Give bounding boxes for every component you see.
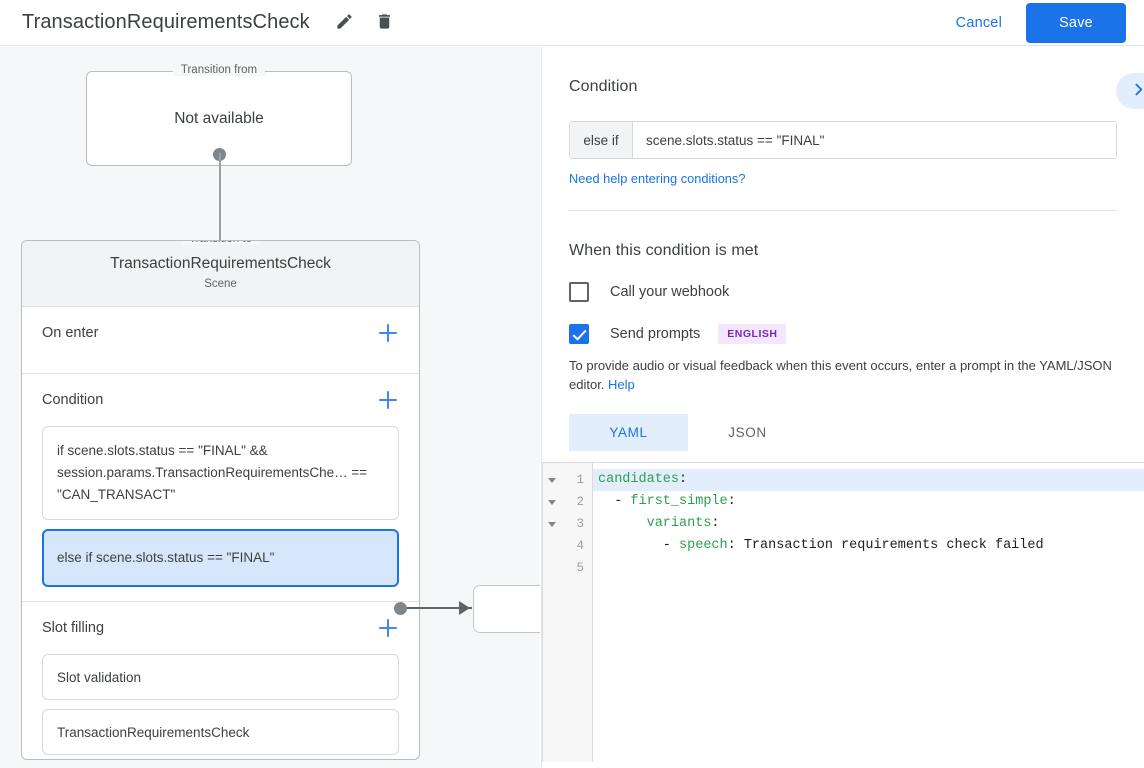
gutter-row: 1	[543, 469, 592, 491]
condition-card-selected[interactable]: else if scene.slots.status == "FINAL"	[42, 529, 399, 587]
code-line[interactable]: - first_simple:	[593, 491, 1144, 513]
code-indent: -	[598, 538, 680, 553]
scene-header[interactable]: TransactionRequirementsCheck Scene	[22, 241, 419, 307]
chevron-down-icon	[548, 521, 556, 527]
gutter-row: 4	[543, 535, 592, 557]
add-condition-button[interactable]	[377, 389, 399, 411]
section-slot-filling-title: Slot filling	[42, 620, 105, 636]
code-indent	[598, 516, 647, 531]
when-condition-met-block: When this condition is met Call your web…	[542, 211, 1144, 451]
save-button[interactable]: Save	[1026, 2, 1126, 43]
gutter-row: 2	[543, 491, 592, 513]
section-slot-filling: Slot filling Slot validation Transaction…	[22, 602, 419, 759]
yaml-colon: :	[679, 472, 688, 487]
tab-yaml[interactable]: YAML	[569, 414, 688, 451]
target-node-partial[interactable]	[473, 585, 540, 633]
call-webhook-label: Call your webhook	[610, 284, 730, 300]
line-number: 2	[576, 495, 584, 509]
code-line[interactable]: - speech: Transaction requirements check…	[593, 535, 1144, 557]
chevron-down-icon	[548, 477, 556, 483]
yaml-key: speech	[679, 538, 728, 553]
section-on-enter-title: On enter	[42, 325, 99, 341]
send-prompts-row[interactable]: Send prompts ENGLISH	[569, 324, 1117, 344]
add-on-enter-button[interactable]	[377, 322, 399, 344]
section-slot-filling-head: Slot filling	[42, 602, 399, 654]
yaml-key: first_simple	[630, 494, 728, 509]
condition-help-link[interactable]: Need help entering conditions?	[569, 171, 746, 186]
fold-triangle-icon[interactable]	[543, 499, 561, 505]
yaml-colon: :	[727, 538, 736, 553]
fold-triangle-icon[interactable]	[543, 521, 561, 527]
chevron-right-icon	[1130, 81, 1144, 101]
chevron-down-icon	[548, 499, 556, 505]
transition-from-legend: Transition from	[172, 64, 266, 76]
when-condition-met-heading: When this condition is met	[569, 242, 759, 259]
prompts-helper-text: To provide audio or visual feedback when…	[569, 356, 1117, 394]
send-prompts-checkbox[interactable]	[569, 324, 589, 344]
webhook-checkbox-row[interactable]: Call your webhook	[569, 282, 1117, 302]
line-number: 3	[576, 517, 584, 531]
add-slot-filling-button[interactable]	[377, 617, 399, 639]
call-webhook-checkbox[interactable]	[569, 282, 589, 302]
transition-to-node: Transition to TransactionRequirementsChe…	[21, 240, 420, 760]
section-on-enter: On enter	[22, 307, 419, 374]
yaml-value: Transaction requirements check failed	[735, 538, 1044, 553]
gutter-row: 5	[543, 557, 592, 579]
pencil-icon	[335, 12, 354, 34]
outgoing-edge-line	[400, 607, 472, 609]
yaml-key: variants	[646, 516, 712, 531]
line-number: 1	[576, 473, 584, 487]
tab-json[interactable]: JSON	[688, 414, 807, 451]
language-badge: ENGLISH	[718, 324, 787, 344]
condition-heading: Condition	[569, 78, 638, 95]
editor-format-tabs: YAML JSON	[569, 414, 1117, 451]
collapse-panel-button[interactable]	[1116, 73, 1144, 109]
connector-vertical-line	[219, 153, 221, 263]
section-condition-title: Condition	[42, 392, 104, 408]
prompts-help-link[interactable]: Help	[608, 377, 635, 392]
condition-card[interactable]: if scene.slots.status == "FINAL" && sess…	[42, 426, 399, 520]
page-title: TransactionRequirementsCheck	[22, 11, 310, 33]
top-app-bar: TransactionRequirementsCheck Cancel Save	[0, 0, 1144, 46]
transition-to-legend: Transition to	[181, 241, 260, 245]
edit-title-button[interactable]	[332, 10, 358, 36]
prompt-code-editor[interactable]: 1 2 3 4 5 candidates: - first_simple: varian…	[542, 462, 1144, 762]
gutter-row: 3	[543, 513, 592, 535]
section-condition-head: Condition	[42, 374, 399, 426]
line-number: 4	[576, 539, 584, 553]
yaml-colon: :	[711, 516, 720, 531]
condition-input-row[interactable]: else if	[569, 121, 1117, 159]
trash-icon	[375, 12, 394, 34]
prompts-helper-copy: To provide audio or visual feedback when…	[569, 358, 1112, 392]
fold-triangle-icon[interactable]	[543, 477, 561, 483]
delete-button[interactable]	[372, 10, 398, 36]
condition-expression-input[interactable]	[633, 122, 1116, 158]
scene-graph-panel: Transition from Not available Transition…	[0, 47, 540, 768]
editor-gutter: 1 2 3 4 5	[543, 463, 593, 762]
yaml-colon: :	[727, 494, 736, 509]
outgoing-edge-dot	[394, 602, 407, 615]
slot-card-transaction-requirements-check[interactable]: TransactionRequirementsCheck	[42, 709, 399, 755]
yaml-key: candidates	[598, 472, 680, 487]
code-line[interactable]: variants:	[593, 513, 1144, 535]
slot-card-validation[interactable]: Slot validation	[42, 654, 399, 700]
send-prompts-label: Send prompts	[610, 326, 701, 342]
code-indent: -	[598, 494, 631, 509]
transition-from-value: Not available	[174, 109, 264, 127]
scene-name: TransactionRequirementsCheck	[110, 255, 331, 272]
section-condition: Condition if scene.slots.status == "FINA…	[22, 374, 419, 602]
scene-type: Scene	[204, 278, 237, 290]
code-line[interactable]: candidates:	[593, 469, 1144, 491]
section-on-enter-head: On enter	[42, 307, 399, 359]
cancel-button[interactable]: Cancel	[944, 7, 1014, 39]
condition-prefix-label: else if	[570, 122, 633, 158]
code-line[interactable]	[593, 557, 1144, 579]
section-divider	[569, 210, 1117, 211]
condition-block: Condition else if Need help entering con…	[542, 47, 1144, 211]
editor-code-area[interactable]: candidates: - first_simple: variants: - …	[593, 463, 1144, 762]
line-number: 5	[576, 561, 584, 575]
outgoing-edge-arrowhead	[459, 601, 470, 615]
detail-panel: Condition else if Need help entering con…	[541, 47, 1144, 768]
